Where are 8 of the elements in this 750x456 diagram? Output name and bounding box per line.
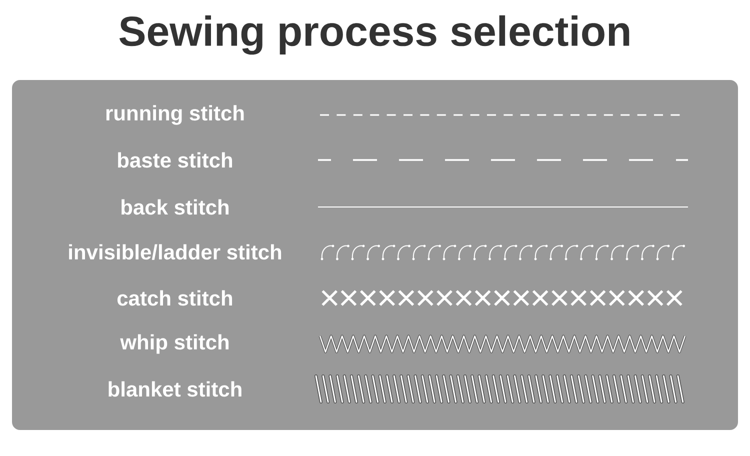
- stitch-name: blanket stitch: [108, 381, 242, 397]
- stitch-name: baste stitch: [118, 152, 232, 168]
- title: Sewing process selection: [119, 15, 630, 55]
- stitch-name: back stitch: [122, 199, 229, 215]
- stitch-name: whip stitch: [120, 334, 229, 354]
- stitch-name: invisible/ladder stitch: [69, 244, 282, 260]
- stitch-name: catch stitch: [117, 290, 232, 306]
- stitch-name: running stitch: [106, 105, 244, 125]
